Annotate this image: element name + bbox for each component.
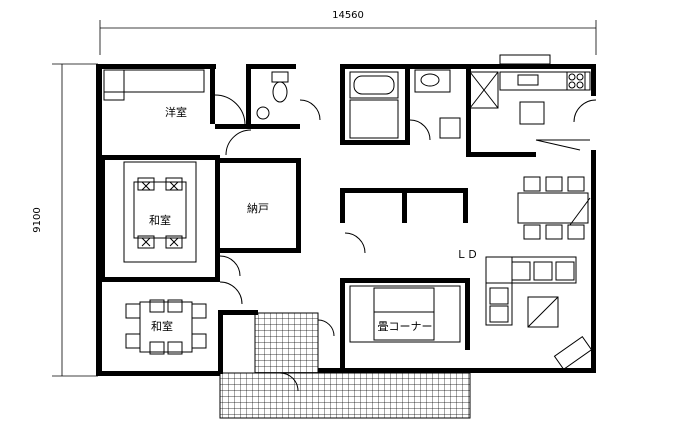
exterior-walls — [96, 64, 596, 376]
width-dimension-label: 14560 — [332, 10, 364, 21]
washroom-fixtures — [414, 69, 461, 139]
height-dimension-label: 9100 — [32, 207, 43, 232]
bathtub — [349, 71, 399, 139]
japanese-room-1-label: 和室 — [149, 213, 171, 227]
japanese-room-2-label: 和室 — [151, 319, 173, 333]
porch-grid — [254, 312, 319, 374]
japanese-room-2-table — [125, 299, 207, 355]
western-room-furniture — [103, 69, 205, 101]
japanese-room-1-table — [123, 161, 197, 263]
door-swings — [214, 94, 597, 392]
sofa-set — [485, 256, 593, 371]
top-dimension: 14560 — [99, 10, 597, 55]
left-dimension: 9100 — [32, 63, 98, 377]
terrace-grid — [219, 372, 471, 419]
kitchen-fixtures — [469, 54, 591, 151]
tatami-corner-mats — [349, 285, 461, 343]
dining-table — [517, 176, 591, 240]
storage-label: 納戸 — [247, 202, 269, 215]
interior-walls — [100, 64, 536, 374]
living-dining-label: ＬＤ — [456, 248, 478, 261]
tatami-corner-label: 畳コーナー — [378, 320, 433, 333]
toilet-fixtures — [256, 71, 289, 120]
room-labels: 洋室 和室 和室 納戸 ＬＤ 畳コーナー — [149, 105, 478, 333]
western-room-label: 洋室 — [165, 105, 187, 119]
